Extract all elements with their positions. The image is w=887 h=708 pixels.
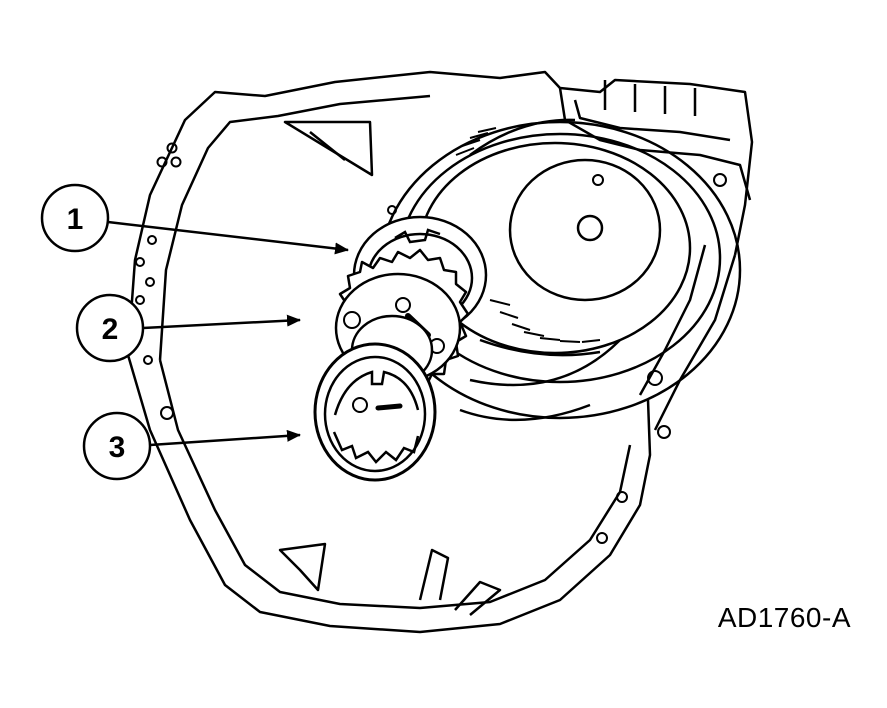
callout-2-label: 2 [102,313,119,346]
callout-1-label: 1 [67,203,84,236]
callout-3-label: 3 [109,431,126,464]
part-3-thrust-ring [313,342,437,482]
case-bottom-ribs [278,542,502,616]
callout-1: 1 [40,183,349,255]
drum-holes [387,174,604,215]
callout-2: 2 [75,293,301,363]
transmission-case [126,70,754,634]
case-bolt-holes [135,142,727,544]
figure-id-label: AD1760-A [717,602,851,633]
callout-3: 3 [82,411,301,481]
drum-splines [455,127,601,343]
